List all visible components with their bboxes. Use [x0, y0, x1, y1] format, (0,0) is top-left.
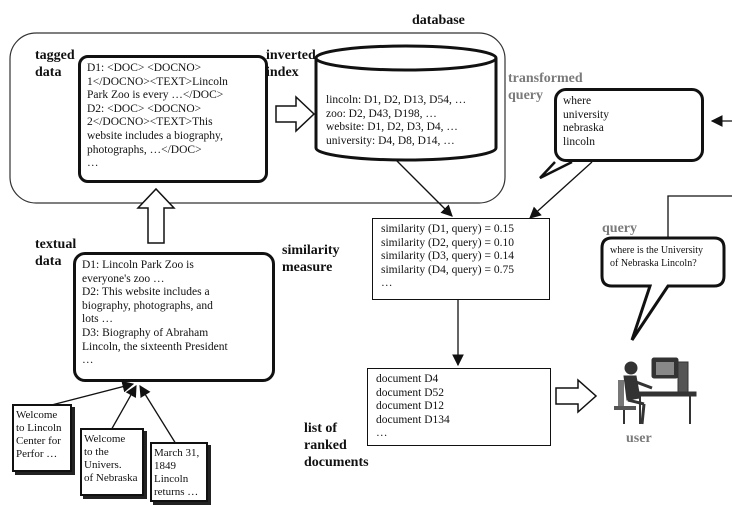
- inverted-index-cylinder: [314, 44, 498, 162]
- person-at-computer-icon: [614, 357, 697, 425]
- textual-data-label: textual data: [35, 237, 77, 269]
- web-page-note-2: Welcome to the Univers. of Nebraska: [80, 428, 144, 496]
- user-label: user: [626, 431, 652, 446]
- query-bubble-text: where is the University of Nebraska Linc…: [610, 245, 704, 269]
- arrow-note2: [109, 384, 137, 433]
- similarity-box: similarity (D1, query) = 0.15 similarity…: [372, 218, 550, 300]
- query-feedback-line: [667, 195, 732, 238]
- ranked-documents-box: document D4 document D52 document D12 do…: [367, 368, 551, 446]
- database-region: [9, 32, 506, 204]
- block-arrow-to-index: [275, 95, 316, 133]
- query-bubble: [600, 236, 726, 341]
- database-label: database: [412, 13, 465, 28]
- arrow-index-to-similarity: [395, 159, 453, 217]
- block-arrow-to-tagged: [136, 187, 176, 244]
- tagged-data-label: tagged data: [35, 48, 75, 80]
- inverted-index-label: inverted index: [266, 48, 316, 80]
- arrow-note3: [139, 385, 177, 445]
- arrow-query-to-similarity: [529, 161, 593, 219]
- ranked-documents-label: list of ranked documents: [304, 421, 369, 470]
- query-label: query: [602, 221, 637, 236]
- web-page-note-1: Welcome to Lincoln Center for Perfor …: [12, 404, 72, 472]
- transformed-query-box: where university nebraska lincoln: [554, 88, 704, 162]
- inverted-index-entries: lincoln: D1, D2, D13, D54, … zoo: D2, D4…: [326, 94, 467, 147]
- tagged-data-box: D1: <DOC> <DOCNO> 1</DOCNO><TEXT>Lincoln…: [78, 55, 268, 183]
- transformed-query-label: transformed query: [508, 71, 583, 103]
- transformed-query-tail: [539, 160, 573, 180]
- similarity-measure-label: similarity measure: [282, 243, 340, 275]
- block-arrow-to-user: [555, 378, 598, 414]
- textual-data-box: D1: Lincoln Park Zoo is everyone's zoo ……: [73, 252, 275, 382]
- web-page-note-3: March 31, 1849 Lincoln returns …: [150, 442, 208, 502]
